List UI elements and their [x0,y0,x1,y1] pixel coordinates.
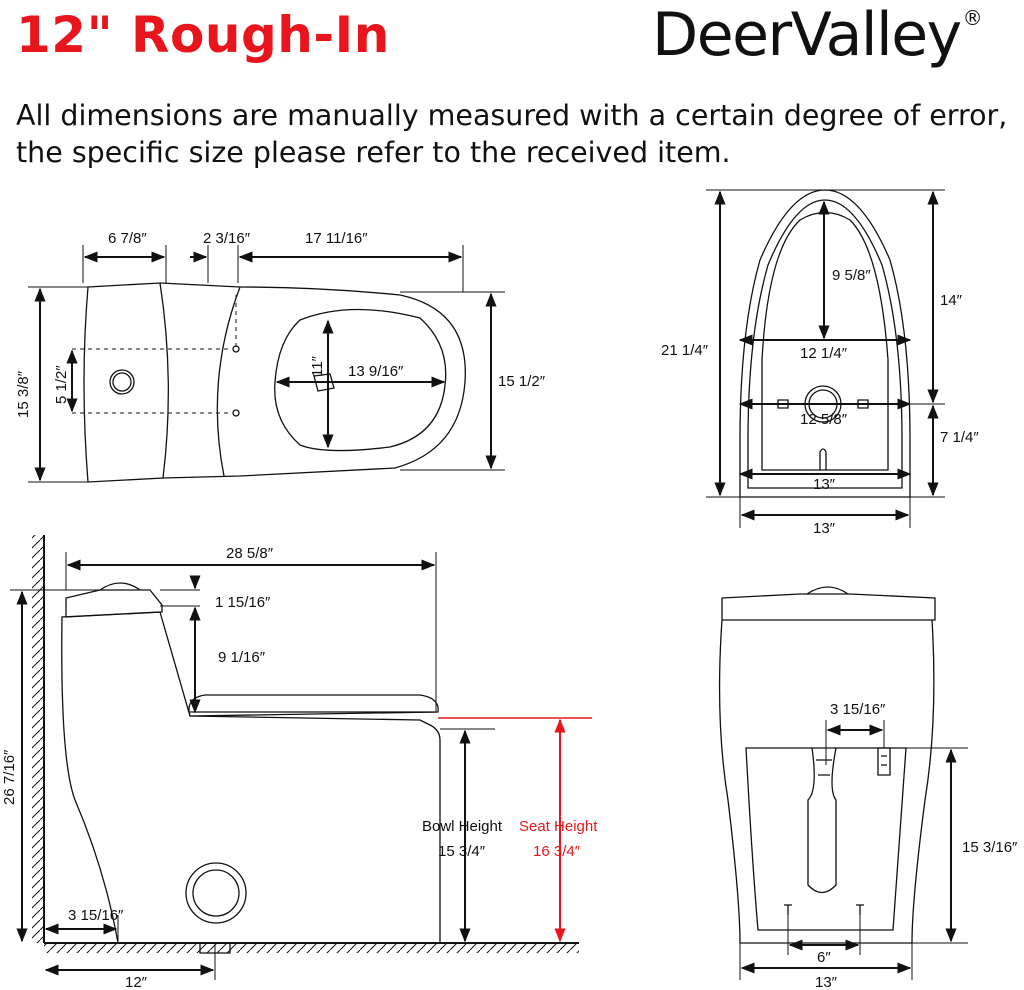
side-body-outline [61,611,441,944]
dim-bowl-length: 17 11/16″ [305,230,368,247]
rear-tank-lid [721,593,936,621]
measurement-disclaimer: All dimensions are manually measured wit… [16,99,1008,169]
side-inlet [185,862,247,924]
wall-hatching [32,535,44,943]
dim-side-overall-length: 28 5/8″ [226,545,274,562]
dim-side-rough-in: 12″ [125,974,148,990]
brand-name: DeerValley [652,0,962,70]
rear-body-outline [718,619,935,944]
dim-bowl-height: 15 3/4″ [438,843,486,860]
dim-side-tank-to-seat: 9 1/16″ [218,649,266,666]
floor-hatching [44,943,579,953]
rear-inlet-valve [877,747,891,776]
dim-opening-width: 11″ [309,355,326,377]
dim-rear-inlet-height: 15 3/16″ [962,839,1018,856]
top-tank-outline [83,282,169,483]
side-seat [188,694,439,717]
flush-button [109,369,135,395]
brand-logo: DeerValley® [652,0,983,70]
dim-side-total-height: 26 7/16″ [1,749,18,805]
side-view: 28 5/8″ 1 15/16″ 9 1/16″ 26 7/16″ Bowl H… [1,535,598,990]
dim-seat-height: 16 3/4″ [533,843,581,860]
dim-bottom-base-inner: 13″ [813,476,836,493]
dim-gap: 2 3/16″ [203,230,251,247]
dim-bottom-inner-width: 12 1/4″ [800,345,848,362]
dim-bottom-base-outer: 13″ [813,520,836,537]
top-bowl-opening [274,308,447,452]
dim-tank-depth: 6 7/8″ [108,230,147,247]
top-body-outline [159,282,466,479]
top-view: 6 7/8″ 2 3/16″ 17 11/16″ 15 3/8″ 5 1/2″ … [15,230,546,483]
dim-opening-length: 13 9/16″ [348,363,404,380]
dim-rear-base-width: 13″ [815,974,838,990]
dim-bowl-width: 15 1/2″ [498,373,546,390]
rear-view: 3 15/16″ 15 3/16″ 6″ 13″ [718,586,1018,990]
dim-rear-bolt-spacing: 6″ [817,949,831,966]
dim-bottom-bolt-width: 12 5/8″ [800,411,848,428]
dim-bowl-height-label: Bowl Height [422,818,503,835]
dim-bottom-rear-section: 7 1/4″ [940,429,979,446]
dim-side-lid-thickness: 1 15/16″ [215,594,271,611]
dim-bolt-spacing: 5 1/2″ [53,365,70,404]
dim-rear-inlet-width: 3 15/16″ [830,701,886,718]
dim-overall-width: 15 3/8″ [15,370,32,418]
dim-side-inlet-offset: 3 15/16″ [68,907,124,924]
registered-mark: ® [962,6,983,30]
dim-bottom-inner-front: 9 5/8″ [832,267,871,284]
rear-trapway [807,747,837,894]
dim-bottom-overall-length: 21 1/4″ [661,342,709,359]
dim-seat-height-label: Seat Height [519,818,598,835]
bottom-view: 21 1/4″ 9 5/8″ 14″ 7 1/4″ 12 1/4″ 12 5/8… [661,189,979,537]
dim-bottom-front-section: 14″ [940,292,963,309]
page-title: 12" Rough-In [16,6,390,64]
